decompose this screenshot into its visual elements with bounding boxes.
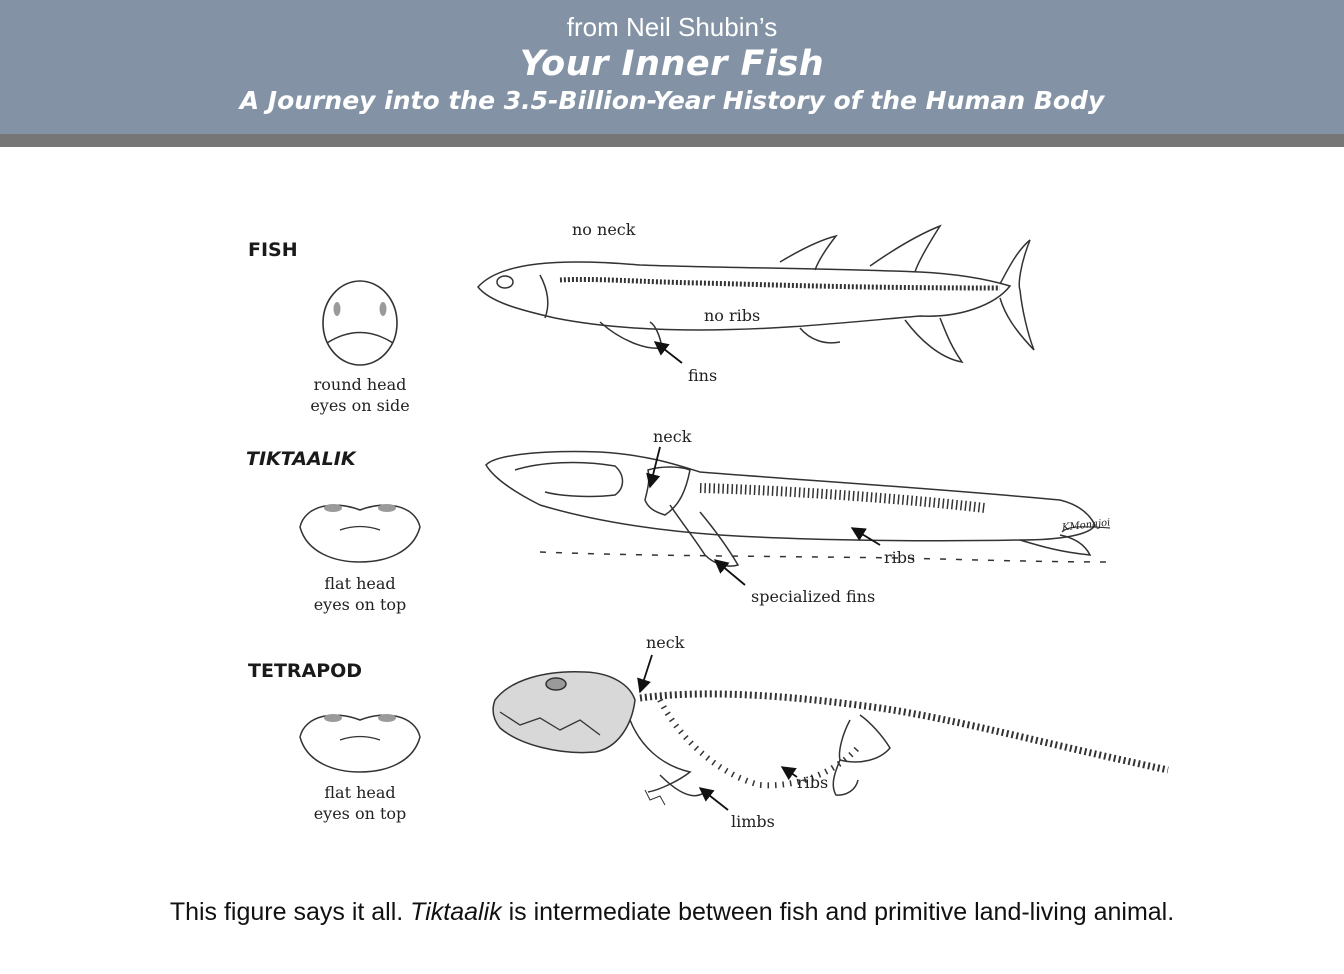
tetrapod-ribs-label: ribs	[797, 773, 829, 792]
tetrapod-row-title: TETRAPOD	[248, 660, 363, 682]
caption-text-start: This figure says it all.	[169, 898, 411, 926]
book-title: Your Inner Fish	[519, 44, 825, 84]
fish-fins-label: fins	[688, 366, 718, 385]
tiktaalik-eye-position-text: eyes on top	[313, 595, 407, 614]
caption-text-end: is intermediate between fish and primiti…	[501, 898, 1175, 926]
fish-head-shape-text: round head	[313, 375, 407, 394]
tetrapod-ribs-arrow	[780, 766, 798, 781]
fish-no-ribs-label: no ribs	[704, 306, 761, 325]
tiktaalik-head-shape-text: flat head	[324, 574, 396, 593]
caption-tiktaalik-italic: Tiktaalik	[410, 898, 502, 926]
tiktaalik-neck-arrow	[646, 446, 661, 489]
tetrapod-flat-head-icon	[299, 714, 421, 773]
tetrapod-limbs-label: limbs	[731, 812, 775, 831]
book-subtitle: A Journey into the 3.5-Billion-Year Hist…	[239, 86, 1105, 115]
tiktaalik-flat-head-icon	[299, 504, 421, 563]
tiktaalik-ribs-arrow	[850, 527, 881, 546]
tetrapod-head-caption: flat head eyes on top	[270, 782, 450, 824]
tetrapod-neck-label: neck	[646, 633, 685, 652]
tiktaalik-specialized-fins-label: specialized fins	[751, 587, 876, 606]
tiktaalik-ribs-label: ribs	[884, 548, 916, 567]
tiktaalik-head-caption: flat head eyes on top	[270, 573, 450, 615]
fish-no-neck-label: no neck	[572, 220, 636, 239]
fish-head-caption: round head eyes on side	[270, 374, 450, 416]
tiktaalik-skeleton-illustration	[485, 450, 1111, 567]
header-from-line: from Neil Shubin’s	[566, 12, 778, 42]
tetrapod-neck-arrow	[637, 654, 653, 694]
header-banner: from Neil Shubin’s Your Inner Fish A Jou…	[0, 0, 1344, 134]
figure-caption: This figure says it all. Tiktaalik is in…	[0, 898, 1344, 927]
tiktaalik-fins-arrow	[713, 559, 746, 586]
tiktaalik-row-title: TIKTAALIK	[246, 448, 356, 470]
tetrapod-head-shape-text: flat head	[324, 783, 396, 802]
fish-skeleton-illustration	[477, 224, 1035, 364]
fish-eye-position-text: eyes on side	[310, 396, 410, 415]
tetrapod-limbs-arrow	[698, 787, 729, 811]
fish-row-title: FISH	[248, 239, 298, 261]
tiktaalik-neck-label: neck	[653, 427, 692, 446]
tetrapod-skeleton-illustration	[492, 671, 1169, 806]
header-divider	[0, 134, 1344, 147]
fish-round-head-icon	[322, 280, 398, 366]
fish-fins-arrow	[653, 341, 683, 364]
tetrapod-eye-position-text: eyes on top	[313, 804, 407, 823]
